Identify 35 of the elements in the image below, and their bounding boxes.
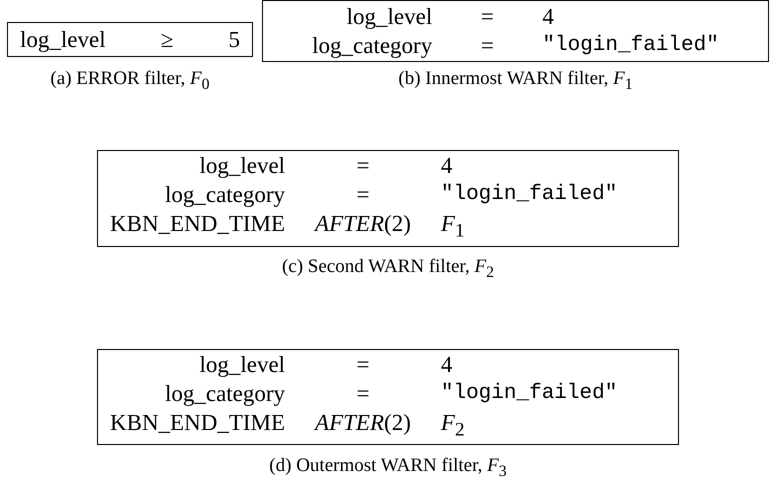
filter-term: 4 <box>440 152 454 180</box>
filter-term: 4 <box>440 350 454 379</box>
filter-term: log_level <box>198 350 286 379</box>
filter-box <box>97 150 679 247</box>
node-label: (a) ERROR filter, F$_{0}$ <box>50 68 210 94</box>
filter-term: log_level <box>20 26 107 54</box>
filter-box <box>97 349 679 445</box>
filter-term: = <box>355 380 370 408</box>
filter-box <box>7 22 253 57</box>
filter-term: = <box>480 32 495 60</box>
filter-term: log_category <box>311 32 432 60</box>
filter-term: KBN_END_TIME <box>110 210 286 238</box>
node-label: (c) Second WARN filter, F$_{2}$ <box>282 256 494 282</box>
filter-term: = <box>355 181 370 210</box>
filter-box <box>262 0 769 62</box>
filter-term: KBN_END_TIME <box>110 408 286 437</box>
filter-term: F$_{2}$ <box>440 408 466 442</box>
filter-term: log_level <box>198 152 286 180</box>
filter-term: AFTER(2) <box>315 210 411 238</box>
node-label: (d) Outermost WARN filter, F$_{3}$ <box>269 455 507 481</box>
filter-term: "login_failed" <box>440 182 618 208</box>
filter-term: "login_failed" <box>440 380 618 407</box>
filter-term: "login_failed" <box>542 33 720 59</box>
filter-term: log_category <box>164 181 286 210</box>
filter-term: log_level <box>346 3 432 31</box>
filter-term: 4 <box>542 3 555 31</box>
filter-term: = <box>355 152 370 180</box>
filter-term: AFTER(2) <box>315 408 411 437</box>
filter-term: log_category <box>164 380 286 408</box>
node-label: (b) Innermost WARN filter, F$_{1}$ <box>398 68 633 94</box>
filter-term: = <box>480 3 495 31</box>
filter-term: = <box>355 350 370 379</box>
filter-term: ≥ <box>160 26 174 54</box>
filter-term: F$_{1}$ <box>440 210 466 244</box>
filter-term: 5 <box>228 26 240 54</box>
